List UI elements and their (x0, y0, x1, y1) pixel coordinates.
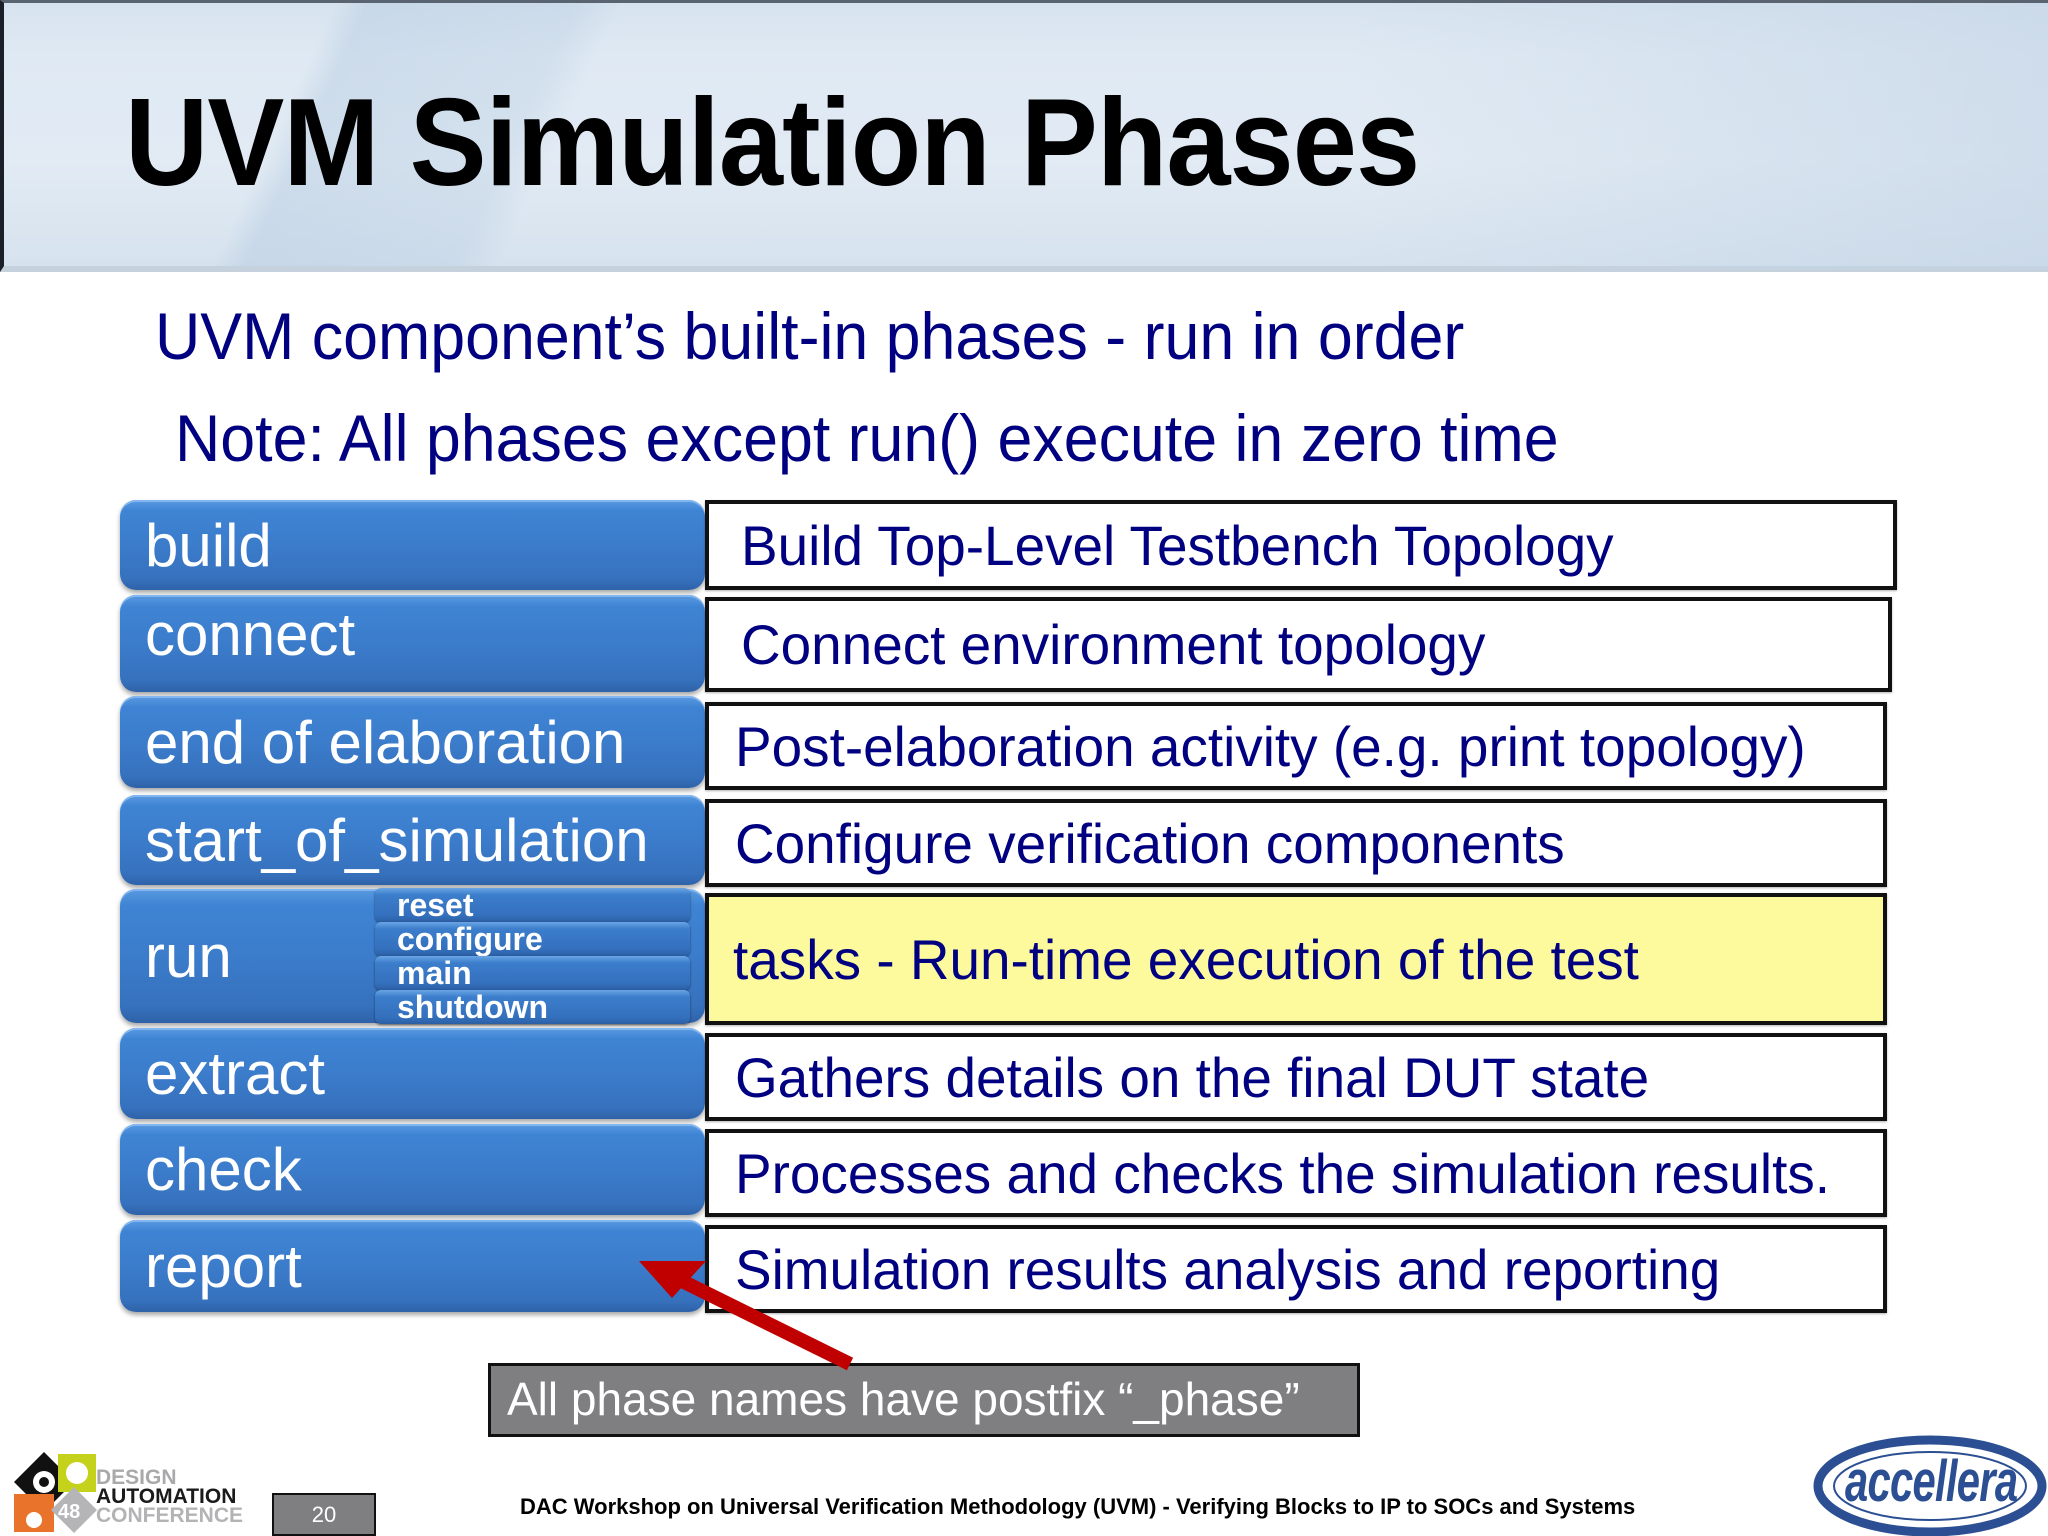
subphase-main: main (375, 956, 690, 990)
page-number: 20 (272, 1493, 376, 1536)
dac-line-automation: AUTOMATION (96, 1485, 237, 1508)
phase-description-extract: Gathers details on the final DUT state (705, 1033, 1887, 1121)
dac-wordmark: DESIGN AUTOMATION CONFERENCE (96, 1466, 244, 1527)
description-text: Build Top-Level Testbench Topology (741, 513, 1614, 577)
dac-logo-icon: 48 (14, 1452, 97, 1533)
phase-description-end-of-elaboration: Post-elaboration activity (e.g. print to… (705, 702, 1887, 790)
phase-label: start_of_simulation (145, 806, 649, 874)
subphase-configure: configure (375, 922, 690, 956)
phase-label: check (145, 1136, 302, 1203)
phase-end-of-elaboration: end of elaboration (120, 696, 705, 788)
accellera-logo-icon (1813, 1435, 2047, 1536)
description-text: Processes and checks the simulation resu… (735, 1141, 1831, 1205)
phase-build: build (120, 500, 705, 590)
phase-description-connect: Connect environment topology (705, 597, 1892, 692)
accellera-wordmark: accellera (1845, 1449, 2018, 1514)
header-decoration (1348, 3, 2048, 269)
phase-label: build (145, 511, 272, 579)
phase-description-build: Build Top-Level Testbench Topology (705, 500, 1897, 590)
description-text: Gathers details on the final DUT state (735, 1045, 1650, 1109)
description-text: Post-elaboration activity (e.g. print to… (735, 714, 1806, 778)
footer-text: DAC Workshop on Universal Verification M… (520, 1494, 1636, 1519)
postfix-callout: All phase names have postfix “_phase” (488, 1363, 1360, 1437)
description-text: tasks - Run-time execution of the test (733, 927, 1639, 991)
phase-label: connect (145, 601, 356, 668)
subtitle-line-2: Note: All phases except run() execute in… (175, 401, 1559, 475)
svg-text:48: 48 (58, 1501, 80, 1523)
phase-check: check (120, 1124, 705, 1215)
phase-label: extract (145, 1040, 326, 1107)
phase-label: report (145, 1232, 302, 1300)
phase-description-check: Processes and checks the simulation resu… (705, 1129, 1887, 1217)
phase-start-of-simulation: start_of_simulation (120, 795, 705, 885)
subphase-shutdown: shutdown (375, 990, 690, 1024)
phase-report: report (120, 1220, 705, 1312)
slide-header (0, 0, 2048, 272)
phase-label: run (145, 922, 232, 990)
dac-line-conference: CONFERENCE (96, 1504, 244, 1527)
phase-description-run: tasks - Run-time execution of the test (705, 893, 1887, 1025)
dac-line-design: DESIGN (96, 1466, 177, 1489)
phase-description-start-of-simulation: Configure verification components (705, 799, 1887, 887)
subtitle-line-1: UVM component’s built-in phases - run in… (155, 299, 1465, 373)
phase-extract: extract (120, 1028, 705, 1119)
phase-connect: connect (120, 595, 705, 692)
description-text: Connect environment topology (741, 613, 1486, 676)
phase-description-report: Simulation results analysis and reportin… (705, 1225, 1887, 1313)
description-text: Simulation results analysis and reportin… (735, 1237, 1721, 1301)
slide-title: UVM Simulation Phases (125, 74, 1420, 212)
subphase-reset: reset (375, 888, 690, 922)
phase-label: end of elaboration (145, 708, 626, 776)
description-text: Configure verification components (735, 811, 1565, 875)
